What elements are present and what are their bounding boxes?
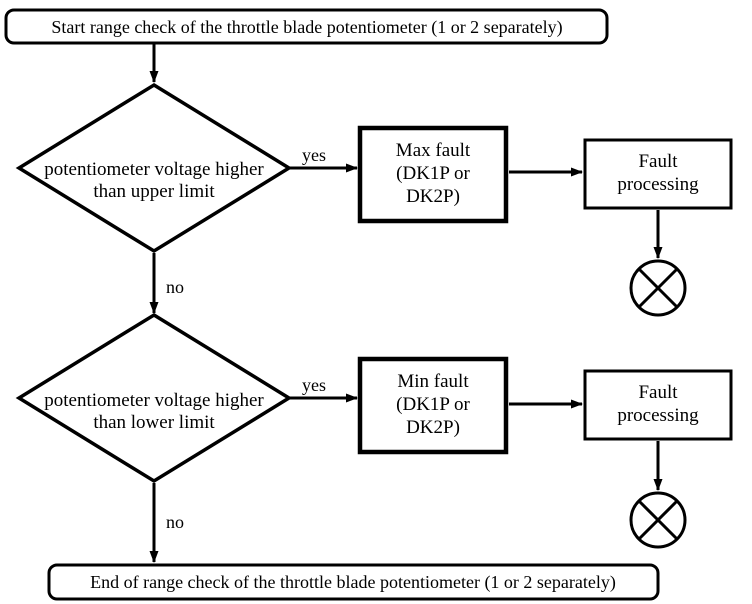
label-no-upper: no: [166, 277, 184, 297]
label-yes-lower: yes: [302, 375, 326, 395]
max-fault-label-line3: DK2P): [406, 186, 460, 207]
decision-lower-label-line2: than lower limit: [93, 412, 215, 433]
label-yes-upper: yes: [302, 145, 326, 165]
fault-processing-top-node: Fault processing: [583, 138, 733, 210]
fault-processing-bottom-label-line2: processing: [617, 405, 699, 426]
min-fault-label-line2: (DK1P or: [396, 394, 470, 415]
terminator-top-x-stroke-2: [637, 267, 679, 309]
decision-lower-node: potentiometer voltage higher than lower …: [15, 312, 293, 484]
fault-processing-top-label-line2: processing: [617, 174, 699, 195]
max-fault-node: Max fault (DK1P or DK2P): [357, 125, 509, 224]
decision-upper-label-line1: potentiometer voltage higher: [44, 159, 264, 180]
terminator-bottom-circled-x-icon: [629, 491, 687, 549]
max-fault-label-line2: (DK1P or: [396, 163, 470, 184]
end-label: End of range check of the throttle blade…: [90, 572, 616, 593]
fault-processing-top-label-line1: Fault: [638, 151, 678, 172]
decision-upper-node: potentiometer voltage higher than upper …: [15, 82, 293, 254]
min-fault-label-line1: Min fault: [397, 371, 469, 392]
decision-lower-label-line1: potentiometer voltage higher: [44, 390, 264, 411]
decision-upper-label-line2: than upper limit: [93, 181, 215, 202]
fault-processing-bottom-label-line1: Fault: [638, 382, 678, 403]
min-fault-label-line3: DK2P): [406, 417, 460, 438]
max-fault-shape: [357, 125, 509, 224]
start-node: Start range check of the throttle blade …: [4, 8, 609, 45]
label-no-lower: no: [166, 512, 184, 532]
end-node-shape: [47, 563, 660, 601]
start-label: Start range check of the throttle blade …: [51, 17, 562, 38]
fault-processing-top-shape: [583, 138, 733, 210]
start-node-shape: [4, 8, 609, 45]
decision-upper-shape: [15, 82, 293, 254]
terminator-top-circled-x-icon: [629, 259, 687, 317]
fault-processing-bottom-node: Fault processing: [583, 369, 733, 441]
max-fault-label-line1: Max fault: [396, 140, 471, 161]
terminator-bottom-x-stroke-2: [637, 499, 679, 541]
min-fault-shape: [357, 356, 509, 455]
min-fault-node: Min fault (DK1P or DK2P): [357, 356, 509, 455]
fault-processing-bottom-shape: [583, 369, 733, 441]
decision-lower-shape: [15, 312, 293, 484]
end-node: End of range check of the throttle blade…: [47, 563, 660, 601]
